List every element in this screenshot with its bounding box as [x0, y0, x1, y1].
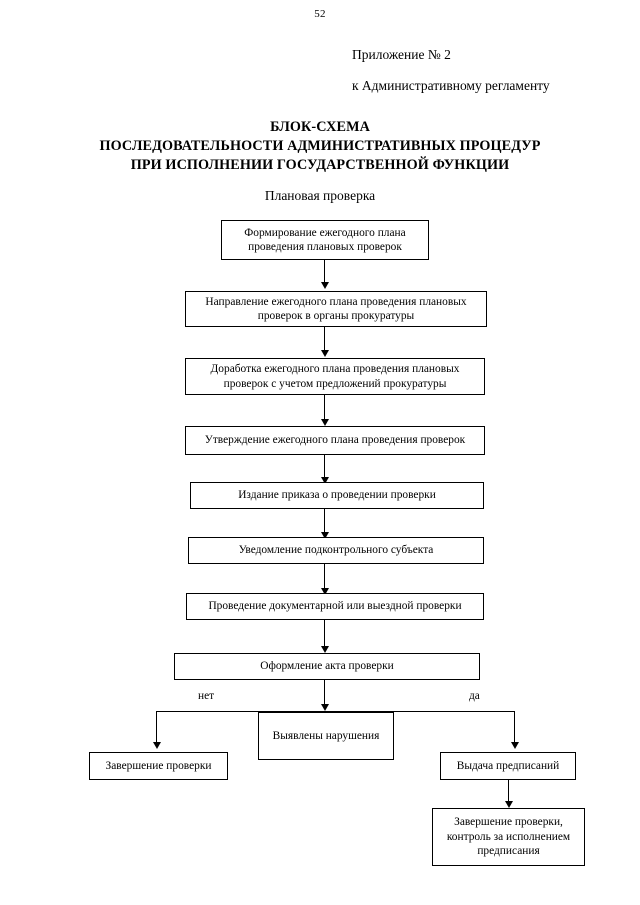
connector-n7-n8: [324, 620, 325, 649]
flow-node-label: Выдача предписаний: [456, 759, 560, 772]
flow-node-provedenie-proverki: Проведение документарной или выездной пр…: [186, 593, 484, 620]
flow-node-izdanie-prikaza: Издание приказа о проведении проверки: [190, 482, 484, 509]
page-number: 52: [314, 8, 326, 20]
connector-n4-n5: [324, 455, 325, 481]
arrow-n7-n8: [321, 646, 329, 653]
arrow-branch-right: [511, 742, 519, 749]
branch-label-no: нет: [198, 690, 215, 702]
flow-node-label: Доработка ежегодного плана проведения пл…: [210, 363, 460, 390]
flow-node-label: Завершение проверки, контроль за исполне…: [446, 816, 571, 858]
flow-node-label: Утверждение ежегодного плана проведения …: [204, 434, 466, 447]
appendix-line-1: Приложение № 2: [352, 47, 451, 62]
title-line-1: БЛОК-СХЕМА: [270, 119, 370, 135]
flow-node-uvedomlenie-subekta: Уведомление подконтрольного субъекта: [188, 537, 484, 564]
appendix-line-2: к Административному регламенту: [352, 78, 550, 93]
arrow-n11-n12: [505, 801, 513, 808]
flow-node-label: Формирование ежегодного плана проведения…: [244, 226, 406, 254]
flow-node-label: Проведение документарной или выездной пр…: [208, 600, 462, 613]
connector-n5-n6: [324, 509, 325, 536]
flow-node-utverzhdenie-plana: Утверждение ежегодного плана проведения …: [185, 426, 485, 455]
arrow-n6-n7: [321, 588, 329, 595]
arrow-n3-n4: [321, 419, 329, 426]
connector-n2-n3: [324, 327, 325, 352]
branch-label-yes: да: [469, 690, 480, 702]
flow-node-zavershenie-kontrol: Завершение проверки, контроль за исполне…: [432, 808, 585, 866]
flow-node-vydacha-predpisaniy: Выдача предписаний: [440, 752, 576, 780]
flow-node-vyyavleny-narusheniya: Выявлены нарушения: [258, 712, 394, 760]
arrow-n5-n6: [321, 532, 329, 539]
flow-node-label: Завершение проверки: [105, 759, 212, 772]
title-line-3: ПРИ ИСПОЛНЕНИИ ГОСУДАРСТВЕННОЙ ФУНКЦИИ: [130, 157, 510, 173]
connector-n3-n4: [324, 395, 325, 423]
flow-node-formirovanie-plana: Формирование ежегодного плана проведения…: [221, 220, 429, 260]
flow-node-label: Выявлены нарушения: [272, 729, 380, 742]
document-subtitle: Плановая проверка: [264, 188, 376, 203]
connector-n8-decision: [324, 680, 325, 705]
connector-branch-right: [514, 711, 515, 744]
flow-node-label: Издание приказа о проведении проверки: [238, 489, 436, 502]
connector-n1-n2: [324, 260, 325, 284]
connector-n6-n7: [324, 564, 325, 591]
document-title: БЛОК-СХЕМА ПОСЛЕДОВАТЕЛЬНОСТИ АДМИНИСТРА…: [0, 118, 640, 175]
flow-node-dorabotka-plana: Доработка ежегодного плана проведения пл…: [185, 358, 485, 395]
flow-node-label: Направление ежегодного плана проведения …: [205, 295, 467, 323]
arrow-n8-n9: [321, 704, 329, 711]
arrow-n1-n2: [321, 282, 329, 289]
flow-node-label: Уведомление подконтрольного субъекта: [238, 544, 434, 557]
connector-branch-left: [156, 711, 157, 744]
arrow-branch-left: [153, 742, 161, 749]
arrow-n2-n3: [321, 350, 329, 357]
flow-node-napravlenie-plana: Направление ежегодного плана проведения …: [185, 291, 487, 327]
title-line-2: ПОСЛЕДОВАТЕЛЬНОСТИ АДМИНИСТРАТИВНЫХ ПРОЦ…: [99, 138, 541, 154]
flow-node-label: Оформление акта проверки: [260, 660, 394, 673]
connector-n11-n12: [508, 780, 509, 805]
branch-horizontal-line: [156, 711, 515, 712]
flow-node-oformlenie-akta: Оформление акта проверки: [174, 653, 480, 680]
arrow-n4-n5: [321, 477, 329, 484]
flow-node-zavershenie-proverki: Завершение проверки: [89, 752, 228, 780]
